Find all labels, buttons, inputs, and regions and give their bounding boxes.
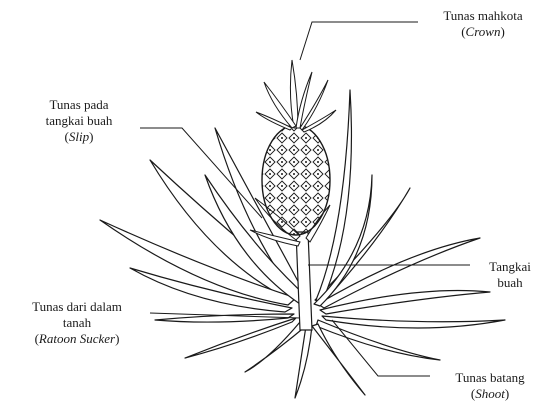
fruit-stalk xyxy=(296,232,312,330)
shoot-label-text: Tunas batang xyxy=(430,370,550,386)
crown-term: Crown xyxy=(466,24,501,39)
ratoon-label-line2: tanah xyxy=(2,315,152,331)
crown-leaves xyxy=(256,60,336,132)
ratoon-term: Ratoon Sucker xyxy=(39,331,115,346)
ratoon-label: Tunas dari dalam tanah (Ratoon Sucker) xyxy=(2,299,152,347)
pineapple-fruit xyxy=(262,125,330,235)
shoot-label: Tunas batang (Shoot) xyxy=(430,370,550,402)
crown-label-text: Tunas mahkota xyxy=(418,8,548,24)
crown-leader-line xyxy=(300,22,418,60)
slip-label-line1: Tunas pada xyxy=(20,97,138,113)
slip-term: Slip xyxy=(69,129,89,144)
stalk-label: Tangkai buah xyxy=(470,259,550,291)
crown-label: Tunas mahkota (Crown) xyxy=(418,8,548,40)
shoot-term: Shoot xyxy=(475,386,505,401)
ratoon-label-line1: Tunas dari dalam xyxy=(2,299,152,315)
stalk-label-line1: Tangkai xyxy=(470,259,550,275)
stalk-label-line2: buah xyxy=(470,275,550,291)
slip-label-line2: tangkai buah xyxy=(20,113,138,129)
slip-label: Tunas pada tangkai buah (Slip) xyxy=(20,97,138,145)
